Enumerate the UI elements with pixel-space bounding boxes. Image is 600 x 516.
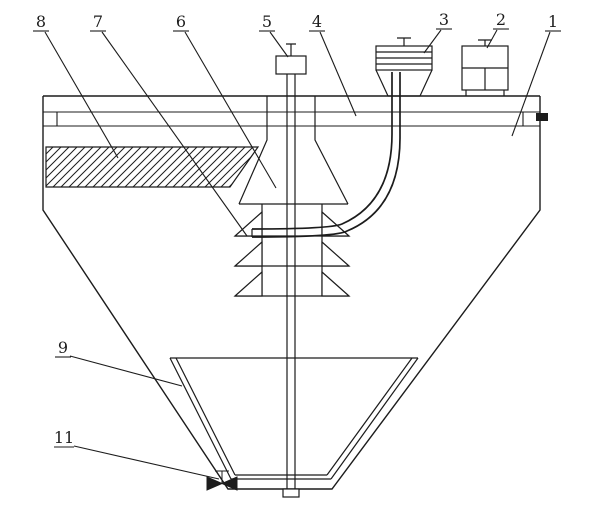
feed-pipe-inner-wall xyxy=(251,72,401,238)
callout-8-label: 8 xyxy=(36,12,46,31)
baffle-tier3-skirts xyxy=(233,270,351,297)
lining-right-walls xyxy=(326,357,419,480)
lining-bottom-lines xyxy=(231,474,331,480)
callout-9-leader xyxy=(69,355,183,387)
callout-6-leader xyxy=(184,31,277,189)
control-box-cross xyxy=(462,67,508,90)
discharge-valve xyxy=(206,470,238,491)
shaft-top-bearing xyxy=(275,55,307,75)
launder-wall-ticks xyxy=(56,112,524,126)
drive-shaft xyxy=(275,43,307,498)
feedwell xyxy=(238,96,349,205)
callout-1-leader xyxy=(511,31,551,137)
overflow-nozzle xyxy=(536,113,548,121)
belt-motor xyxy=(375,37,433,97)
callout-5-leader xyxy=(269,31,289,58)
plate-pack-outline xyxy=(45,146,260,188)
inner-cone-lining xyxy=(169,357,419,480)
control-box xyxy=(461,39,509,96)
lifting-eye-icon xyxy=(397,37,411,46)
callout-4-leader xyxy=(319,31,357,117)
motor-body xyxy=(375,69,433,97)
callout-9: 9 xyxy=(55,338,183,387)
callout-7-leader xyxy=(101,31,248,237)
callout-2-label: 2 xyxy=(496,10,506,29)
pulley-fins xyxy=(376,51,432,65)
callout-6: 6 xyxy=(173,12,277,189)
callout-3-label: 3 xyxy=(439,10,449,29)
callouts: 8 7 6 5 4 3 2 xyxy=(33,10,561,480)
lining-left-walls xyxy=(169,357,236,480)
baffle-tier2-skirts xyxy=(233,240,351,267)
inclined-plate-pack xyxy=(45,146,260,188)
feedwell-left-wall xyxy=(238,96,268,205)
callout-5: 5 xyxy=(259,12,289,58)
control-box-legs xyxy=(465,90,505,96)
tank-shell xyxy=(42,95,548,490)
feed-pipe-outer-wall xyxy=(251,72,393,230)
callout-9-label: 9 xyxy=(58,338,68,357)
callout-4: 4 xyxy=(309,12,357,117)
valve-stem xyxy=(215,470,229,483)
feed-pipe xyxy=(251,72,401,238)
callout-11-label: 11 xyxy=(54,428,74,447)
callout-7: 7 xyxy=(90,12,248,237)
shaft-lines xyxy=(286,56,296,489)
callout-11-leader xyxy=(73,445,220,480)
shaft-top-stem xyxy=(286,43,296,56)
callout-6-label: 6 xyxy=(176,12,186,31)
control-box-stub xyxy=(478,39,492,46)
callout-7-label: 7 xyxy=(93,12,103,31)
callout-5-label: 5 xyxy=(262,12,272,31)
callout-1-label: 1 xyxy=(548,12,558,31)
callout-1: 1 xyxy=(511,12,561,137)
callout-8: 8 xyxy=(33,12,119,159)
baffle-cones xyxy=(233,204,351,297)
callout-2-leader xyxy=(486,29,498,49)
valve-bowtie xyxy=(206,476,238,491)
feedwell-right-wall xyxy=(314,96,349,205)
baffle-cylinder xyxy=(261,204,323,296)
tank-outline xyxy=(42,96,541,490)
callout-2: 2 xyxy=(486,10,509,49)
callout-8-leader xyxy=(44,31,119,159)
callout-3-leader xyxy=(423,29,442,54)
shaft-bottom-cap xyxy=(282,488,300,498)
callout-11: 11 xyxy=(54,428,220,480)
callout-3: 3 xyxy=(423,10,452,54)
callout-4-label: 4 xyxy=(312,12,322,31)
